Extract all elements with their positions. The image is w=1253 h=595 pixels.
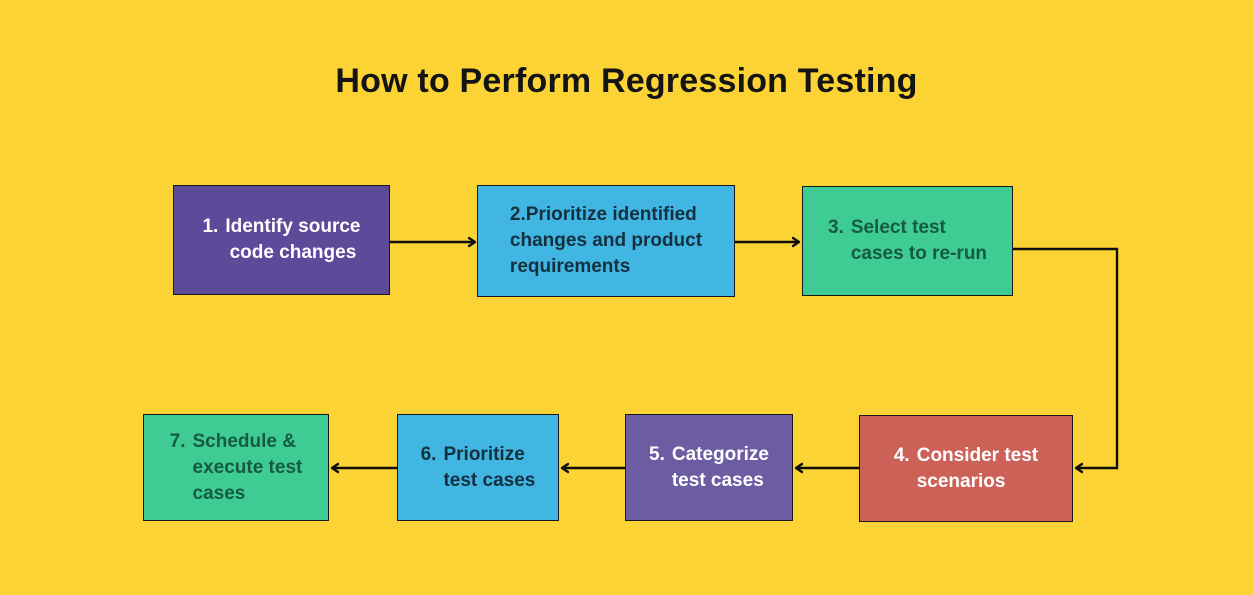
step-content: 1. Identify source code changes: [202, 214, 360, 266]
step-content: 7. Schedule & execute test cases: [170, 429, 303, 507]
step-1-number: 1.: [202, 216, 219, 237]
step-box-1: 1. Identify source code changes: [173, 185, 390, 295]
step-content: 3. Select test cases to re-run: [828, 215, 987, 267]
step-5-number: 5.: [649, 443, 665, 465]
step-content: 2.Prioritize identified changes and prod…: [510, 202, 702, 280]
step-box-4: 4. Consider test scenarios: [859, 415, 1073, 522]
step-content: 6. Prioritize test cases: [421, 442, 536, 494]
step-5-label: Categorize test cases: [671, 443, 769, 491]
step-box-7: 7. Schedule & execute test cases: [143, 414, 329, 521]
step-2-label: 2.Prioritize identified changes and prod…: [509, 204, 703, 277]
step-content: 5. Categorize test cases: [649, 442, 769, 494]
step-box-6: 6. Prioritize test cases: [397, 414, 559, 521]
step-6-number: 6.: [420, 443, 437, 465]
step-3-number: 3.: [827, 217, 844, 238]
step-4-number: 4.: [893, 444, 910, 466]
step-box-3: 3. Select test cases to re-run: [802, 186, 1013, 296]
step-3-label: Select test cases to re-run: [850, 217, 988, 264]
step-content: 4. Consider test scenarios: [894, 443, 1038, 495]
step-box-5: 5. Categorize test cases: [625, 414, 793, 521]
diagram-title: How to Perform Regression Testing: [335, 62, 918, 100]
step-7-label: Schedule & execute test cases: [192, 430, 303, 504]
step-4-label: Consider test scenarios: [916, 444, 1039, 492]
step-6-label: Prioritize test cases: [443, 443, 536, 491]
step-1-label: Identify source code changes: [225, 216, 361, 263]
step-7-number: 7.: [169, 430, 186, 452]
step-box-2: 2.Prioritize identified changes and prod…: [477, 185, 735, 297]
